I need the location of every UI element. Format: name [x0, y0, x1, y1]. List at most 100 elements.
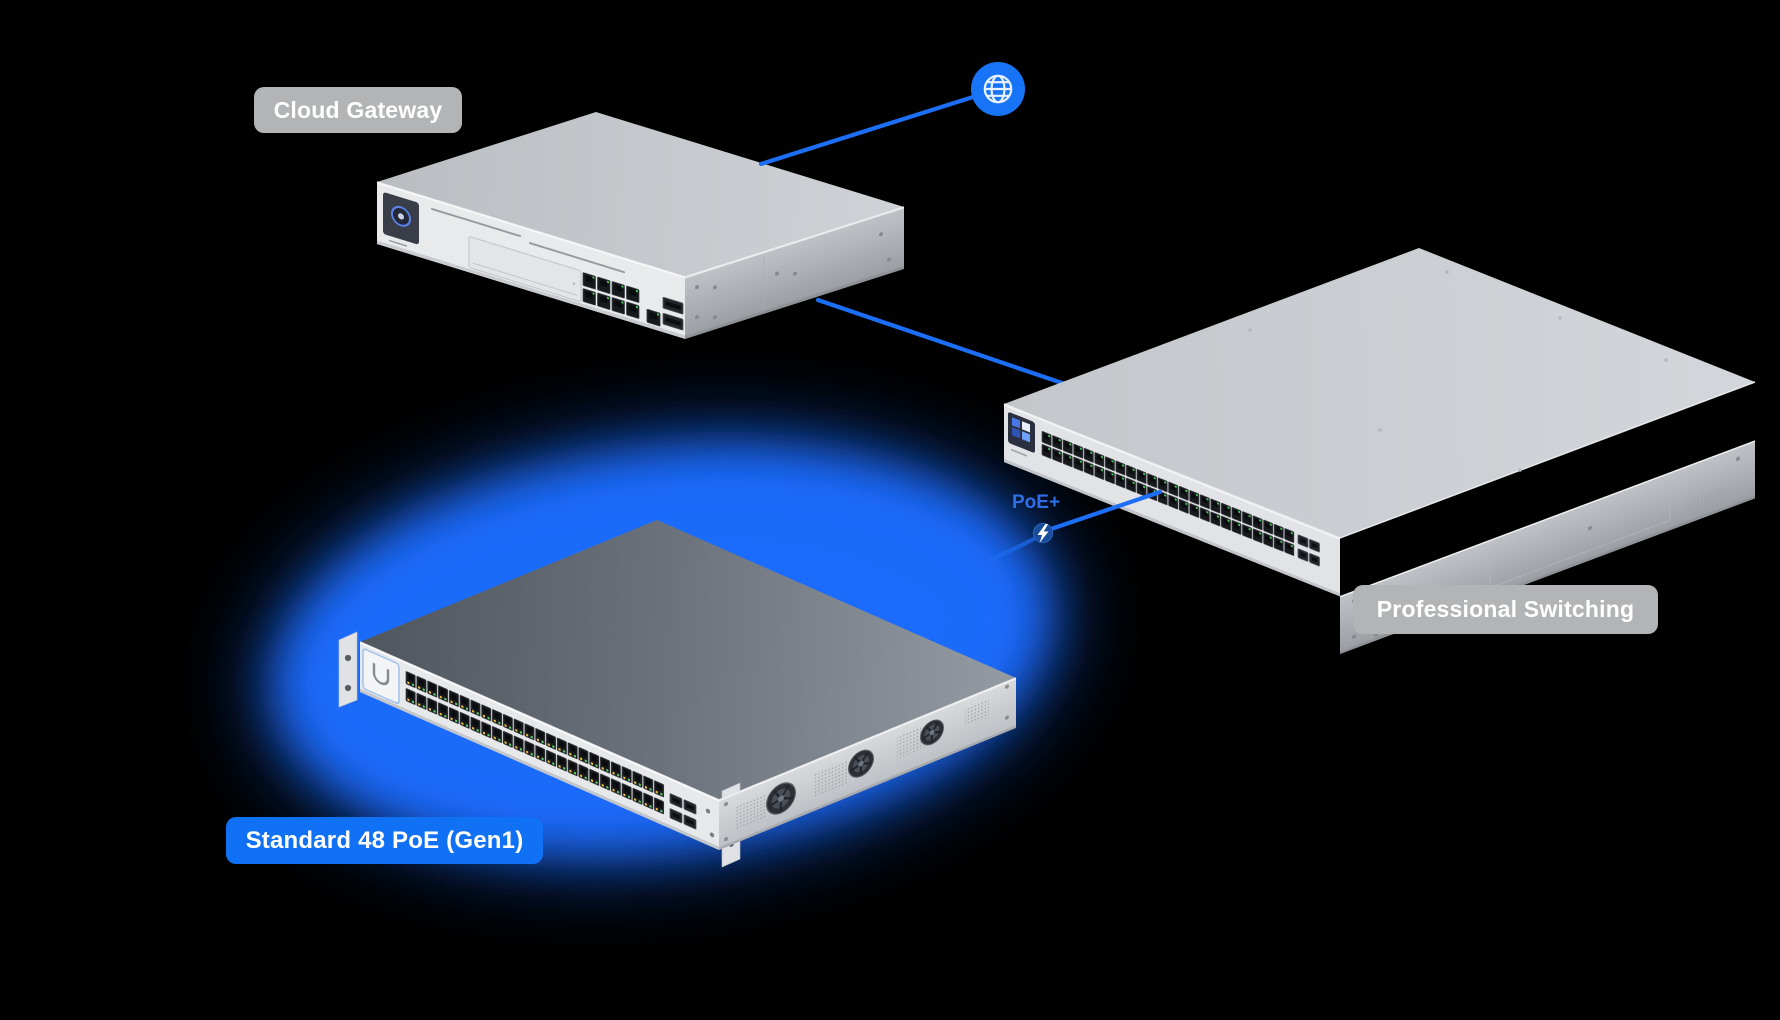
port-led	[1122, 464, 1124, 467]
port-led	[1143, 472, 1146, 476]
port-led	[1238, 510, 1241, 514]
poe-led	[644, 785, 647, 789]
device-top-face	[1004, 248, 1755, 538]
port-led	[1079, 447, 1082, 450]
port-led	[1122, 477, 1124, 480]
link-led	[411, 700, 415, 704]
port-led	[1185, 502, 1188, 506]
vent-grille	[965, 699, 989, 727]
link-led	[573, 771, 576, 775]
port-led	[1100, 468, 1103, 472]
status-display	[383, 192, 419, 247]
port-led	[1090, 464, 1093, 468]
screw	[1736, 456, 1740, 461]
port-led	[1248, 527, 1251, 531]
standard-48-switch-device[interactable]	[338, 520, 1017, 868]
poe-trunk-line	[1048, 489, 1163, 532]
poe-led	[493, 719, 496, 723]
link-led	[530, 752, 533, 756]
poe-led	[655, 807, 658, 811]
link-led	[509, 726, 512, 730]
device-front-face	[1004, 404, 1340, 597]
link-led	[422, 688, 425, 692]
screw	[713, 315, 717, 320]
poe-led	[418, 686, 421, 690]
port-led	[1206, 510, 1209, 514]
poe-led	[472, 709, 475, 713]
port-led	[607, 280, 609, 284]
unifi-logo	[362, 648, 400, 704]
link-led	[455, 702, 458, 706]
link-led	[476, 728, 479, 732]
globe-glyph	[983, 74, 1013, 104]
port-led	[636, 289, 638, 293]
fan-group	[766, 719, 944, 815]
port-led	[636, 305, 638, 309]
link-led	[660, 809, 663, 813]
port-led	[1111, 473, 1114, 476]
screw	[724, 836, 728, 842]
poe-led	[407, 681, 410, 685]
poe-plus-label: PoE+	[1012, 492, 1061, 513]
rj45-port-grid	[405, 671, 665, 815]
port-led	[1143, 485, 1146, 489]
port-led	[607, 296, 609, 300]
link-led	[498, 738, 501, 742]
port-led	[1079, 460, 1082, 463]
screw	[709, 832, 715, 838]
link-led	[476, 711, 479, 715]
link-led	[584, 759, 587, 763]
link-led	[455, 719, 458, 723]
link-led	[606, 785, 609, 789]
poe-led	[569, 752, 572, 756]
fan-icon	[766, 782, 796, 815]
link-led	[617, 790, 620, 794]
vent-grille	[815, 759, 847, 797]
port-led	[1164, 494, 1167, 497]
link-led	[444, 697, 447, 701]
link-led	[509, 743, 512, 747]
sfp-port-block	[662, 296, 684, 331]
poe-led	[428, 707, 432, 711]
link-led	[541, 757, 544, 761]
fan-icon	[920, 719, 944, 746]
device-side-face	[685, 206, 904, 339]
link-led	[617, 773, 620, 777]
device-front-face	[360, 642, 719, 850]
poe-led	[536, 738, 539, 742]
poe-led	[461, 705, 464, 709]
sfp-port-block	[669, 793, 697, 830]
poe-led	[601, 783, 604, 787]
rj45-port-grid	[1041, 431, 1295, 556]
device-side-face	[719, 677, 1016, 851]
poe-led	[569, 769, 572, 773]
link-led	[573, 754, 576, 758]
poe-led	[612, 771, 615, 775]
drive-bay	[468, 236, 582, 302]
poe-led	[493, 736, 496, 740]
port-led	[1132, 468, 1135, 472]
poe-led	[612, 788, 615, 792]
fan-icon	[848, 749, 874, 778]
port-led	[1290, 544, 1293, 548]
link-led	[498, 721, 501, 725]
port-led	[1153, 476, 1156, 480]
port-led	[592, 276, 595, 279]
link-led	[433, 709, 436, 713]
link-led	[563, 749, 566, 753]
link-led	[649, 804, 652, 808]
vent-grille	[735, 795, 765, 832]
link-led	[584, 776, 587, 780]
badge-professional-switching: Professional Switching	[1353, 585, 1658, 634]
poe-led	[634, 781, 637, 785]
screw	[1588, 526, 1592, 531]
vent-grille	[897, 724, 927, 759]
device-top-face	[377, 112, 904, 277]
cloud-gateway-device[interactable]	[376, 112, 905, 339]
link-led	[627, 778, 630, 782]
poe-led	[418, 703, 421, 707]
globe-icon	[971, 62, 1025, 116]
poe-led	[623, 776, 626, 780]
port-led	[1069, 443, 1072, 446]
